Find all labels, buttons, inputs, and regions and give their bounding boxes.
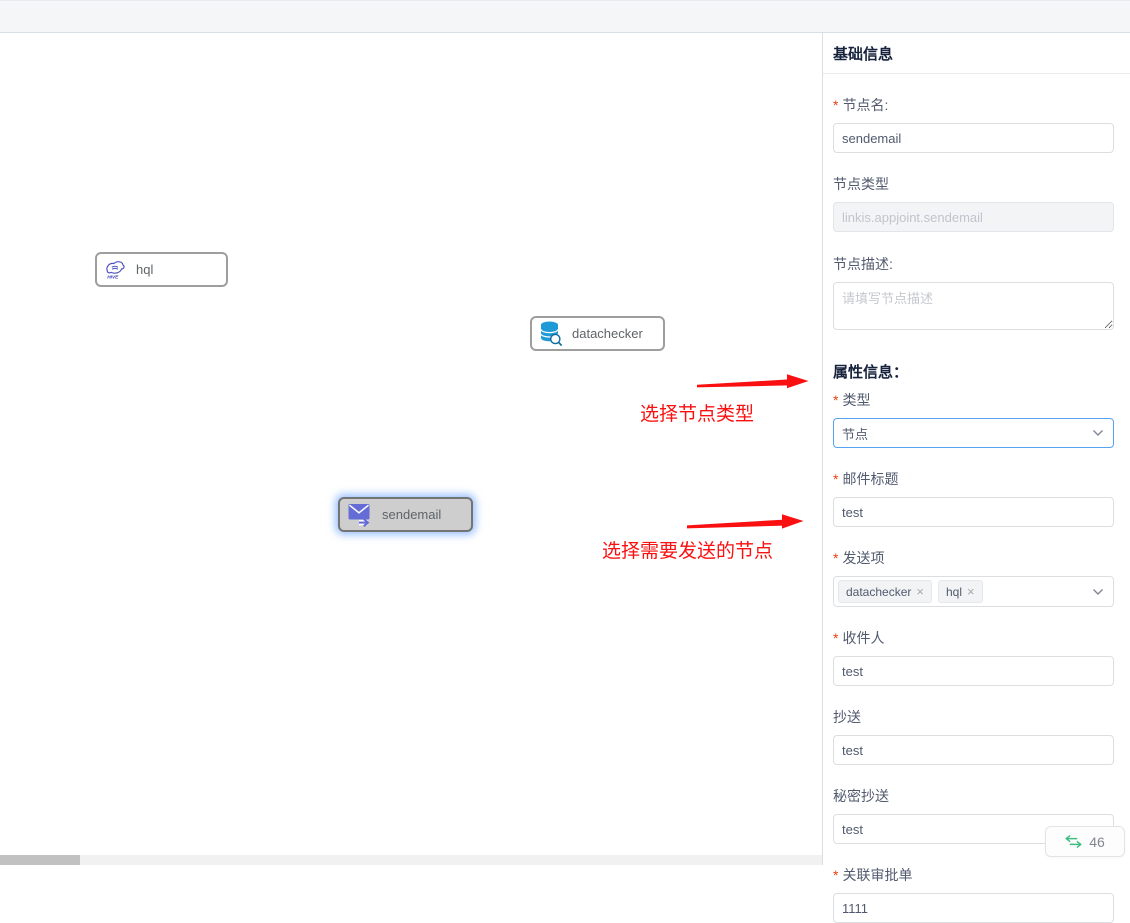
recipient-label: *收件人 <box>833 628 1114 648</box>
workflow-node-datachecker[interactable]: datachecker <box>530 316 665 351</box>
type-select-value: 节点 <box>842 424 868 443</box>
required-mark: * <box>833 392 838 408</box>
type-label: *类型 <box>833 390 1114 410</box>
email-title-input[interactable] <box>833 497 1114 527</box>
tag-close-icon[interactable]: × <box>916 585 924 598</box>
arrow-right-icon <box>697 374 809 388</box>
hive-icon: HIVE <box>104 258 127 281</box>
type-group: *类型 节点 <box>833 390 1114 448</box>
send-items-multiselect[interactable]: datachecker × hql × <box>833 576 1114 607</box>
swap-arrows-icon <box>1065 835 1082 848</box>
node-name-input[interactable] <box>833 123 1114 153</box>
database-search-icon <box>539 320 563 347</box>
required-mark: * <box>833 471 838 487</box>
node-properties-form: *节点名: 节点类型 节点描述: 属性信息： *类型 节点 *邮件标题 <box>823 95 1130 923</box>
svg-text:HIVE: HIVE <box>107 275 119 281</box>
node-desc-label: 节点描述: <box>833 254 1114 274</box>
approval-label: *关联审批单 <box>833 865 1114 885</box>
send-email-icon <box>347 502 373 527</box>
tag-datachecker[interactable]: datachecker × <box>838 580 932 603</box>
node-type-label: 节点类型 <box>833 174 1114 194</box>
required-mark: * <box>833 97 838 113</box>
annotation-select-node-type: 选择节点类型 <box>640 399 754 426</box>
workflow-node-sendemail[interactable]: sendemail <box>338 497 473 532</box>
required-mark: * <box>833 867 838 883</box>
attributes-section-title: 属性信息： <box>833 361 1114 382</box>
bcc-label: 秘密抄送 <box>833 786 1114 806</box>
node-desc-textarea[interactable] <box>833 282 1114 330</box>
tag-hql[interactable]: hql × <box>938 580 983 603</box>
canvas-horizontal-scrollbar[interactable] <box>0 855 822 865</box>
workflow-canvas[interactable]: 选择节点类型 选择需要发送的节点 HIVE hql <box>0 33 822 865</box>
required-mark: * <box>833 550 838 566</box>
cc-input[interactable] <box>833 735 1114 765</box>
arrow-right-icon <box>687 514 804 528</box>
type-select[interactable]: 节点 <box>833 418 1114 448</box>
node-type-input <box>833 202 1114 232</box>
cc-group: 抄送 <box>833 707 1114 765</box>
approval-group: *关联审批单 <box>833 865 1114 923</box>
history-count: 46 <box>1089 834 1105 850</box>
recipient-input[interactable] <box>833 656 1114 686</box>
annotation-arrows <box>0 33 822 865</box>
annotation-select-send-nodes: 选择需要发送的节点 <box>602 536 773 563</box>
history-counter-badge[interactable]: 46 <box>1045 826 1125 857</box>
email-title-label: *邮件标题 <box>833 469 1114 489</box>
chevron-down-icon <box>1092 588 1104 596</box>
panel-title: 基础信息 <box>823 33 1130 74</box>
node-label: hql <box>136 262 153 277</box>
send-items-label: *发送项 <box>833 548 1114 568</box>
workflow-node-hql[interactable]: HIVE hql <box>95 252 228 287</box>
node-name-group: *节点名: <box>833 95 1114 153</box>
approval-input[interactable] <box>833 893 1114 923</box>
top-bar <box>0 0 1130 33</box>
recipient-group: *收件人 <box>833 628 1114 686</box>
send-items-group: *发送项 datachecker × hql × <box>833 548 1114 607</box>
node-name-label: *节点名: <box>833 95 1114 115</box>
email-title-group: *邮件标题 <box>833 469 1114 527</box>
node-type-group: 节点类型 <box>833 174 1114 232</box>
node-label: datachecker <box>572 326 643 341</box>
chevron-down-icon <box>1092 429 1104 437</box>
tag-close-icon[interactable]: × <box>967 585 975 598</box>
node-label: sendemail <box>382 507 441 522</box>
cc-label: 抄送 <box>833 707 1114 727</box>
node-desc-group: 节点描述: <box>833 254 1114 335</box>
node-properties-panel: 基础信息 *节点名: 节点类型 节点描述: 属性信息： *类型 节点 *邮件标 <box>822 33 1130 865</box>
scrollbar-thumb[interactable] <box>0 855 80 865</box>
required-mark: * <box>833 630 838 646</box>
